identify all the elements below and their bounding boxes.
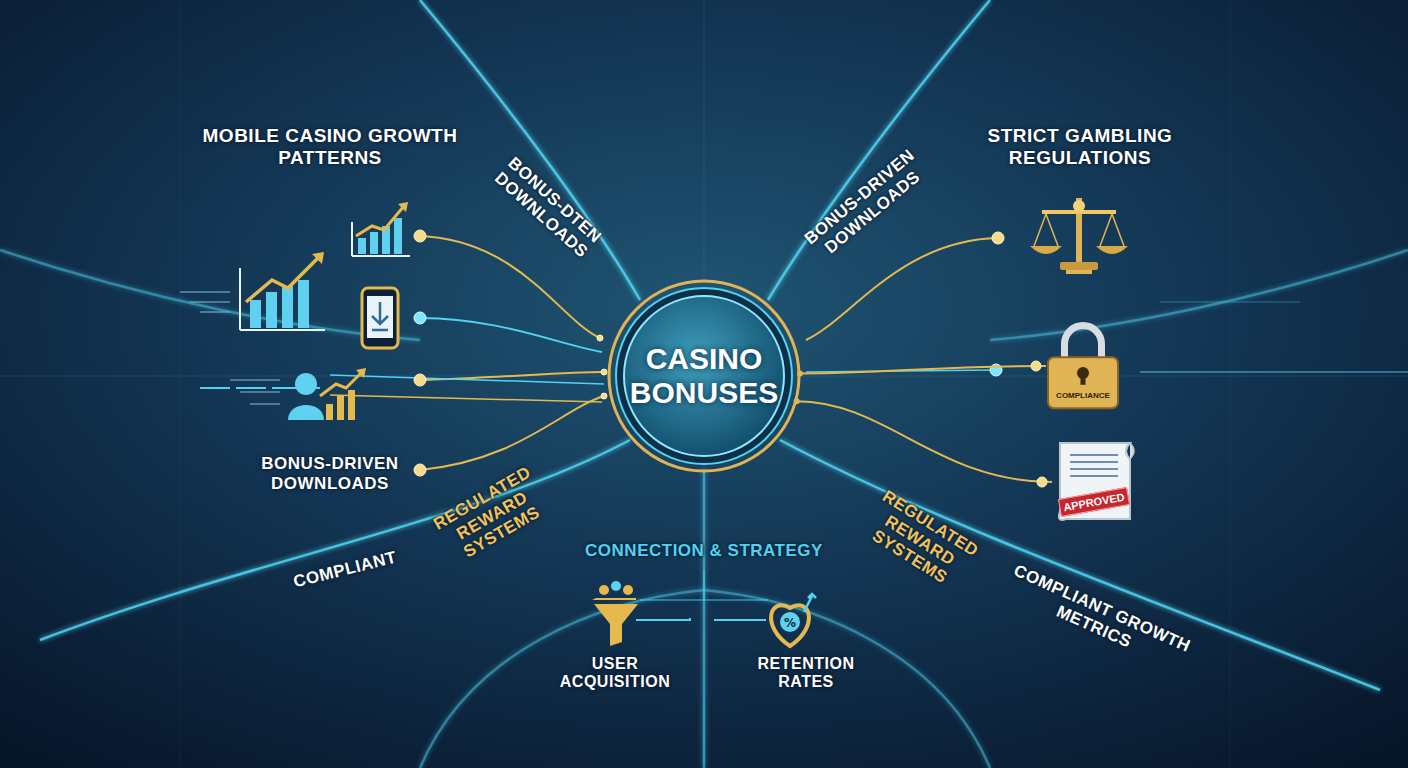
approved-document: APPROVED: [1052, 437, 1136, 527]
svg-text:%: %: [784, 616, 796, 630]
section-heading: MOBILE CASINO GROWTH PATTERNS: [160, 125, 500, 169]
section-heading: STRICT GAMBLING REGULATIONS: [920, 125, 1240, 169]
lock-label: COMPLIANCE: [1056, 392, 1110, 400]
icon-caption: BONUS-DRIVEN DOWNLOADS: [220, 454, 440, 493]
connector-wire: [797, 361, 1046, 376]
retention-heart-icon: %: [714, 594, 816, 646]
phone-download-icon: [362, 288, 398, 348]
hub-title: CASINO BONUSES: [628, 342, 780, 409]
icon-caption: RETENTION RATES: [731, 655, 881, 692]
central-circle: CASINO BONUSES: [606, 278, 802, 474]
bar-chart-icon: [352, 202, 410, 256]
funnel-icon: [592, 581, 690, 646]
connector-wire: [794, 398, 1052, 487]
icon-caption: USER ACQUISITION: [540, 655, 690, 692]
growth-chart-icon: [180, 252, 325, 330]
user-growth-icon: [230, 368, 366, 420]
scales-icon: [1030, 198, 1128, 274]
padlock-node: COMPLIANCE: [1046, 322, 1120, 410]
section-heading: CONNECTION & STRATEGY: [554, 541, 854, 561]
